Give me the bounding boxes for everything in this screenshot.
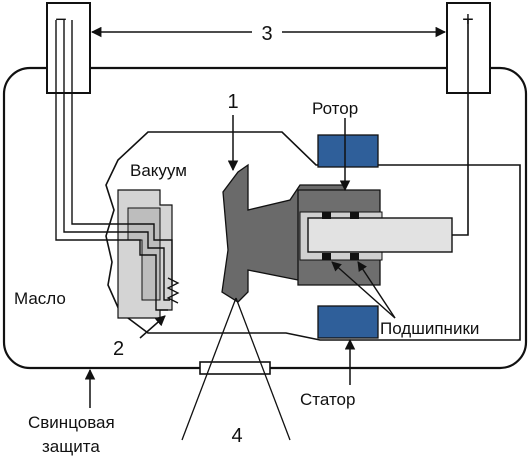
anode-wire [452, 20, 469, 236]
label-oil: Масло [14, 289, 66, 308]
stator-block [317, 305, 379, 339]
output-window [199, 361, 271, 375]
dimension-label-bg [252, 20, 282, 44]
xray-beam-right [235, 297, 291, 441]
bearing-top-2 [350, 212, 359, 219]
negative-terminal [46, 2, 91, 94]
label-bearings: Подшипники [380, 319, 479, 338]
label-1: 1 [227, 91, 238, 113]
xray-beam-left [181, 297, 237, 441]
label-lead-1: Свинцовая [28, 413, 115, 432]
bearing-bottom-2 [350, 253, 359, 260]
rotor-block [317, 134, 379, 168]
label-3: 3 [261, 23, 272, 45]
pointer-2 [139, 315, 166, 339]
label-2: 2 [113, 338, 124, 360]
label-stator: Статор [300, 390, 355, 409]
cathode-wire-2 [63, 20, 170, 301]
cathode-wire-1 [55, 20, 168, 311]
label-4: 4 [231, 425, 242, 447]
label-vacuum: Вакуум [130, 161, 187, 180]
anode-shaft [307, 217, 453, 253]
label-rotor: Ротор [312, 99, 358, 118]
label-plus: + [462, 9, 474, 31]
label-lead-2: защита [42, 437, 100, 456]
bearing-top-1 [322, 212, 331, 219]
pointer-bearings-2 [357, 261, 396, 319]
cathode-wire-3 [71, 20, 173, 285]
label-minus: − [55, 9, 67, 31]
bearing-bottom-1 [322, 253, 331, 260]
pointer-bearings-1 [331, 261, 396, 319]
filament [166, 277, 180, 304]
